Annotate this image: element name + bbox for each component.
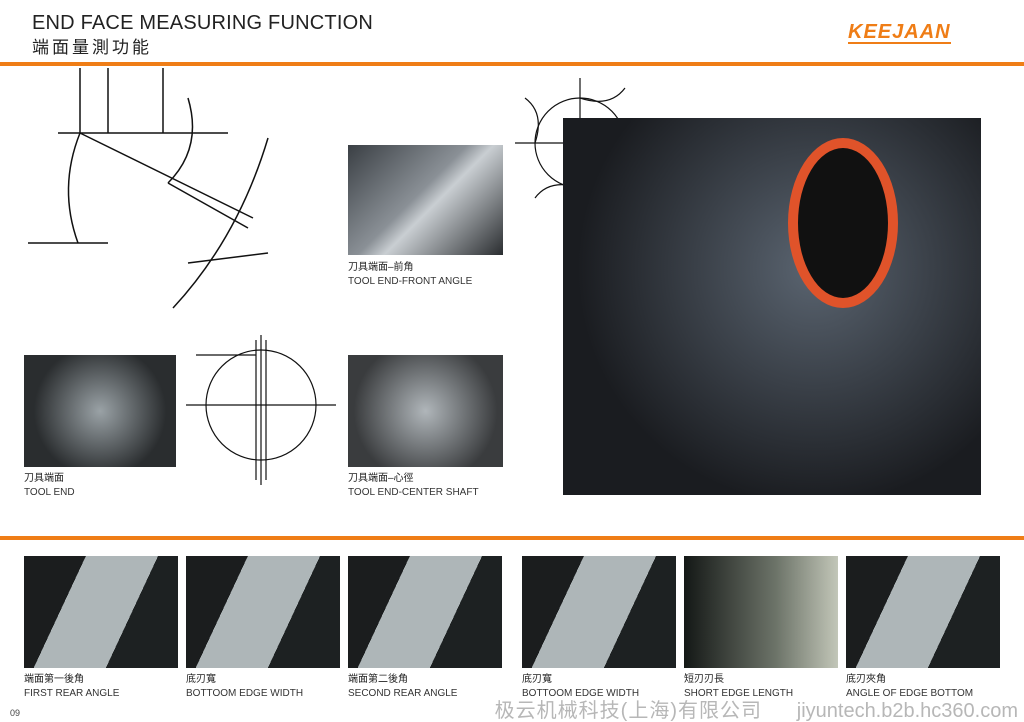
brand-logo: KEEJAAN (848, 21, 951, 44)
bottom-caption-cn: 端面第二後角 (348, 674, 408, 685)
figure-caption-cn: 刀具端面–前角 (348, 262, 414, 273)
bottom-caption-en: ANGLE OF EDGE BOTTOM (846, 688, 974, 699)
bottom-caption-en: BOTTOOM EDGE WIDTH (186, 688, 304, 699)
bottom-caption-en: SHORT EDGE LENGTH (684, 688, 794, 699)
figure-caption-en: TOOL END (24, 487, 75, 498)
watermark-company: 极云机械科技(上海)有限公司 (494, 700, 762, 722)
measuring-machine-photo (563, 118, 981, 495)
bottom-photo-1 (24, 556, 178, 668)
page-number: 09 (10, 708, 21, 718)
bottom-caption-en: FIRST REAR ANGLE (24, 688, 120, 699)
bottom-caption-cn: 短刃刃長 (684, 674, 724, 685)
watermark-url: jiyuntech.b2b.hc360.com (796, 700, 1018, 722)
red-wheel (788, 138, 898, 308)
figure-caption-cn: 刀具端面–心徑 (348, 473, 414, 484)
figure-caption-en: TOOL END-CENTER SHAFT (348, 487, 479, 498)
tool-end-photo (24, 355, 176, 467)
figure-caption-cn: 刀具端面 (24, 473, 64, 484)
bottom-photo-2 (186, 556, 340, 668)
section-divider (0, 536, 1024, 540)
bottom-caption-en: BOTTOOM EDGE WIDTH (522, 688, 640, 699)
bottom-photo-6 (846, 556, 1000, 668)
page-subtitle: 端面量測功能 (32, 38, 152, 57)
figure-caption-en: TOOL END-FRONT ANGLE (348, 276, 473, 287)
tool-end-front-angle-photo (348, 145, 503, 255)
bottom-caption-cn: 底刃寬 (186, 674, 216, 685)
header-divider (0, 62, 1024, 66)
bottom-photo-3 (348, 556, 502, 668)
bottom-caption-cn: 底刃寬 (522, 674, 552, 685)
center-shaft-diagram (186, 335, 336, 485)
bottom-caption-cn: 端面第一後角 (24, 674, 84, 685)
tool-end-center-shaft-photo (348, 355, 503, 467)
bottom-caption-en: SECOND REAR ANGLE (348, 688, 458, 699)
bottom-photo-5 (684, 556, 838, 668)
bottom-caption-cn: 底刃夾角 (846, 674, 886, 685)
angle-diagram-front (28, 68, 269, 309)
bottom-photo-4 (522, 556, 676, 668)
page-title: END FACE MEASURING FUNCTION (32, 12, 373, 34)
